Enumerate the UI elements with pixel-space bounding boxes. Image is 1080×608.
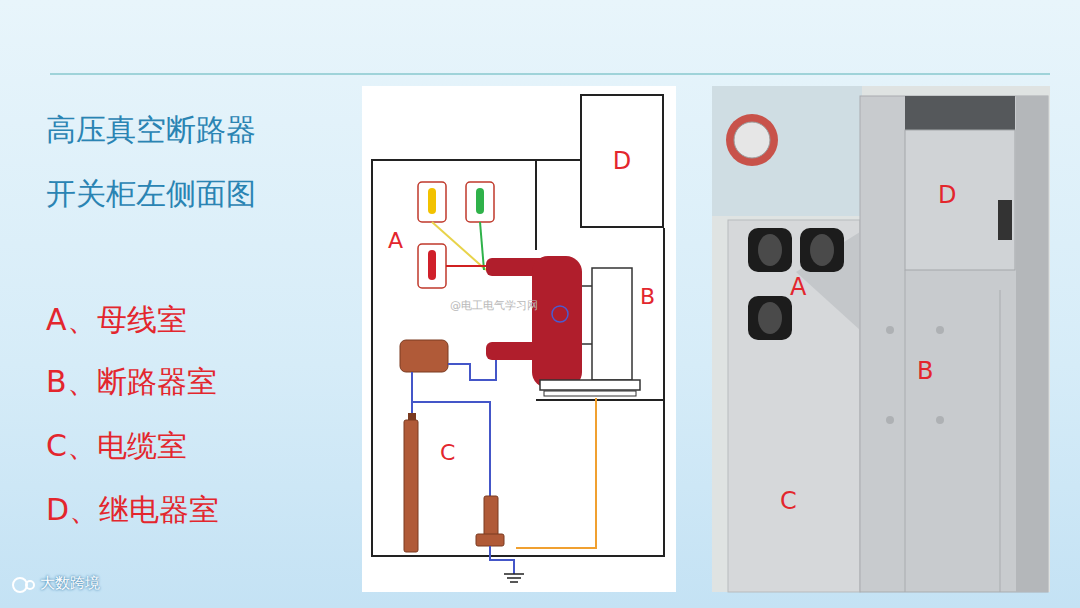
watermark-logo: [13, 578, 34, 592]
line-shape: [905, 270, 906, 592]
top-rule: [50, 74, 1050, 75]
circle-shape: [886, 416, 894, 424]
legend-item: A、母线室: [46, 303, 187, 338]
rect-shape: [748, 296, 792, 340]
part-letter: B: [917, 358, 933, 386]
part-letter: B: [640, 284, 655, 309]
circle-shape: [886, 326, 894, 334]
rect-shape: [418, 182, 446, 222]
rect-shape: [532, 256, 582, 388]
path-shape: [536, 399, 664, 401]
circle-shape: [726, 114, 778, 166]
slide-title: 高压真空断路器 开关柜左侧面图: [46, 98, 276, 226]
rect-shape: [476, 188, 484, 214]
part-letter: A: [790, 274, 806, 302]
circle-shape: [936, 416, 944, 424]
rect-shape: [905, 130, 1015, 270]
legend-item: D、继电器室: [46, 493, 219, 528]
ellipse-shape: [758, 234, 782, 266]
rect-shape: [860, 96, 1048, 592]
relay-room-box: D: [580, 94, 664, 228]
part-letter: D: [613, 147, 631, 175]
rect-shape: [418, 244, 446, 288]
part-letter: A: [388, 228, 403, 253]
rect-shape: [404, 420, 418, 552]
rect-shape: [400, 340, 448, 372]
circle-shape: [13, 578, 27, 592]
path-shape: [490, 546, 514, 574]
cabinet-photo: [712, 86, 1050, 592]
ellipse-shape: [758, 302, 782, 334]
rect-shape: [800, 228, 844, 272]
legend-item: B、断路器室: [46, 365, 217, 400]
part-letter: C: [780, 488, 797, 516]
rect-shape: [484, 496, 498, 536]
circle-shape: [734, 122, 770, 158]
rect-shape: [428, 250, 436, 280]
path-shape: [448, 360, 496, 380]
rect-shape: [1016, 96, 1048, 592]
circle-shape: [552, 306, 568, 322]
circle-shape: [936, 326, 944, 334]
line-shape: [50, 73, 1050, 75]
rect-shape: [428, 188, 436, 214]
rect-shape: [362, 86, 676, 592]
path-shape: [446, 265, 488, 267]
rect-shape: [712, 86, 1050, 592]
line-shape: [1000, 290, 1001, 592]
circle-shape: [26, 581, 34, 589]
path-shape: [480, 222, 484, 270]
watermark: @电工电气学习网: [450, 300, 538, 313]
cabinet-diagram: [362, 86, 676, 592]
rect-shape: [476, 534, 504, 546]
path-shape: [504, 574, 524, 582]
legend-item: C、电缆室: [46, 429, 187, 464]
path-shape: [432, 222, 486, 270]
rect-shape: [905, 96, 1015, 130]
path-shape: [516, 398, 596, 548]
ellipse-shape: [810, 234, 834, 266]
rect-shape: [728, 220, 860, 592]
rect-shape: [466, 182, 494, 222]
rect-shape: [748, 228, 792, 272]
path-shape: [535, 160, 537, 250]
part-letter: D: [938, 182, 956, 210]
watermark: 大数跨境: [40, 575, 100, 592]
part-letter: C: [440, 440, 455, 465]
rect-shape: [712, 86, 862, 216]
rect-shape: [540, 380, 640, 390]
rect-shape: [544, 391, 636, 396]
rect-shape: [592, 268, 632, 380]
rect-shape: [998, 200, 1012, 240]
path-shape: [412, 372, 490, 496]
path-shape: [582, 286, 592, 344]
